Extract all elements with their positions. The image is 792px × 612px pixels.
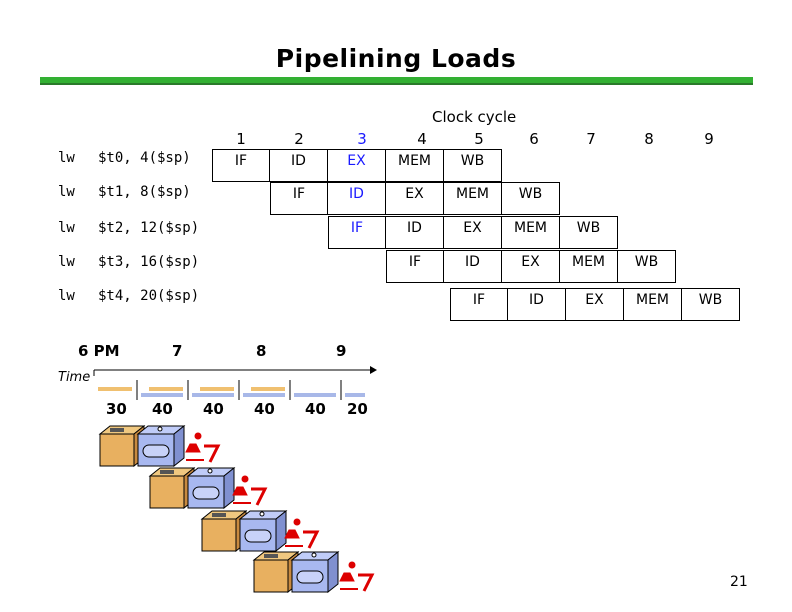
pipeline-stage-cell: ID — [386, 216, 444, 249]
pipeline-stage-cell: MEM — [502, 216, 560, 249]
timeline-hour: 6 PM — [78, 342, 120, 360]
pipeline-stage-cell: IF — [450, 288, 508, 321]
cycle-number: 4 — [417, 130, 427, 148]
clock-cycle-label: Clock cycle — [432, 108, 517, 126]
pipeline-stage-cell: ID — [328, 182, 386, 215]
pipeline-stage-cell: WB — [560, 216, 618, 249]
duration-label: 20 — [347, 400, 368, 418]
instruction-opcode: lw — [58, 220, 75, 236]
duration-label: 30 — [106, 400, 127, 418]
timeline-hour: 9 — [336, 342, 347, 360]
pipeline-stage-cell: EX — [566, 288, 624, 321]
instruction-opcode: lw — [58, 184, 75, 200]
pipeline-stage-cell: WB — [618, 250, 676, 283]
laundry-load-1 — [98, 424, 221, 468]
cycle-number: 8 — [644, 130, 654, 148]
cycle-number: 6 — [529, 130, 539, 148]
time-axis-arrowhead — [370, 366, 377, 374]
pipeline-stage-cell: EX — [386, 182, 444, 215]
slide-title: Pipelining Loads — [275, 44, 517, 73]
pipeline-stage-cell: IF — [212, 149, 270, 182]
pipeline-stage-cell: MEM — [444, 182, 502, 215]
pipeline-stage-cell: IF — [328, 216, 386, 249]
pipeline-stage-cell: ID — [508, 288, 566, 321]
cycle-number: 5 — [474, 130, 484, 148]
laundry-load-3 — [200, 509, 320, 553]
time-axis-label: Time — [58, 370, 91, 385]
cycle-number: 3 — [357, 130, 367, 148]
pipeline-stage-cell: MEM — [560, 250, 618, 283]
cycle-number: 9 — [704, 130, 714, 148]
pipeline-stage-cell: EX — [328, 149, 386, 182]
cycle-number: 7 — [586, 130, 596, 148]
pipeline-stage-cell: MEM — [386, 149, 444, 182]
pipeline-stage-cell: WB — [502, 182, 560, 215]
stage-bars — [98, 387, 365, 397]
duration-label: 40 — [203, 400, 224, 418]
instruction-operands: $t4, 20($sp) — [98, 288, 200, 304]
pipeline-stage-cell: MEM — [624, 288, 682, 321]
instruction-operands: $t0, 4($sp) — [98, 150, 191, 166]
duration-label: 40 — [152, 400, 173, 418]
instruction-opcode: lw — [58, 150, 75, 166]
cycle-number: 1 — [236, 130, 246, 148]
instruction-opcode: lw — [58, 254, 75, 270]
instruction-operands: $t1, 8($sp) — [98, 184, 191, 200]
instruction-operands: $t2, 12($sp) — [98, 220, 200, 236]
duration-label: 40 — [305, 400, 326, 418]
pipeline-stage-cell: WB — [444, 149, 502, 182]
timeline-hour: 8 — [256, 342, 267, 360]
time-axis-ticks — [136, 380, 342, 400]
cycle-number: 2 — [294, 130, 304, 148]
timeline-hour: 7 — [172, 342, 183, 360]
title-underline — [40, 77, 753, 85]
pipeline-stage-cell: EX — [444, 216, 502, 249]
pipeline-stage-cell: IF — [270, 182, 328, 215]
laundry-load-2 — [148, 466, 268, 510]
pipeline-stage-cell: IF — [386, 250, 444, 283]
page-number: 21 — [730, 574, 748, 590]
instruction-operands: $t3, 16($sp) — [98, 254, 200, 270]
laundry-load-4 — [252, 550, 375, 594]
pipeline-stage-cell: ID — [444, 250, 502, 283]
duration-label: 40 — [254, 400, 275, 418]
instruction-opcode: lw — [58, 288, 75, 304]
pipeline-stage-cell: EX — [502, 250, 560, 283]
pipeline-stage-cell: WB — [682, 288, 740, 321]
pipeline-stage-cell: ID — [270, 149, 328, 182]
